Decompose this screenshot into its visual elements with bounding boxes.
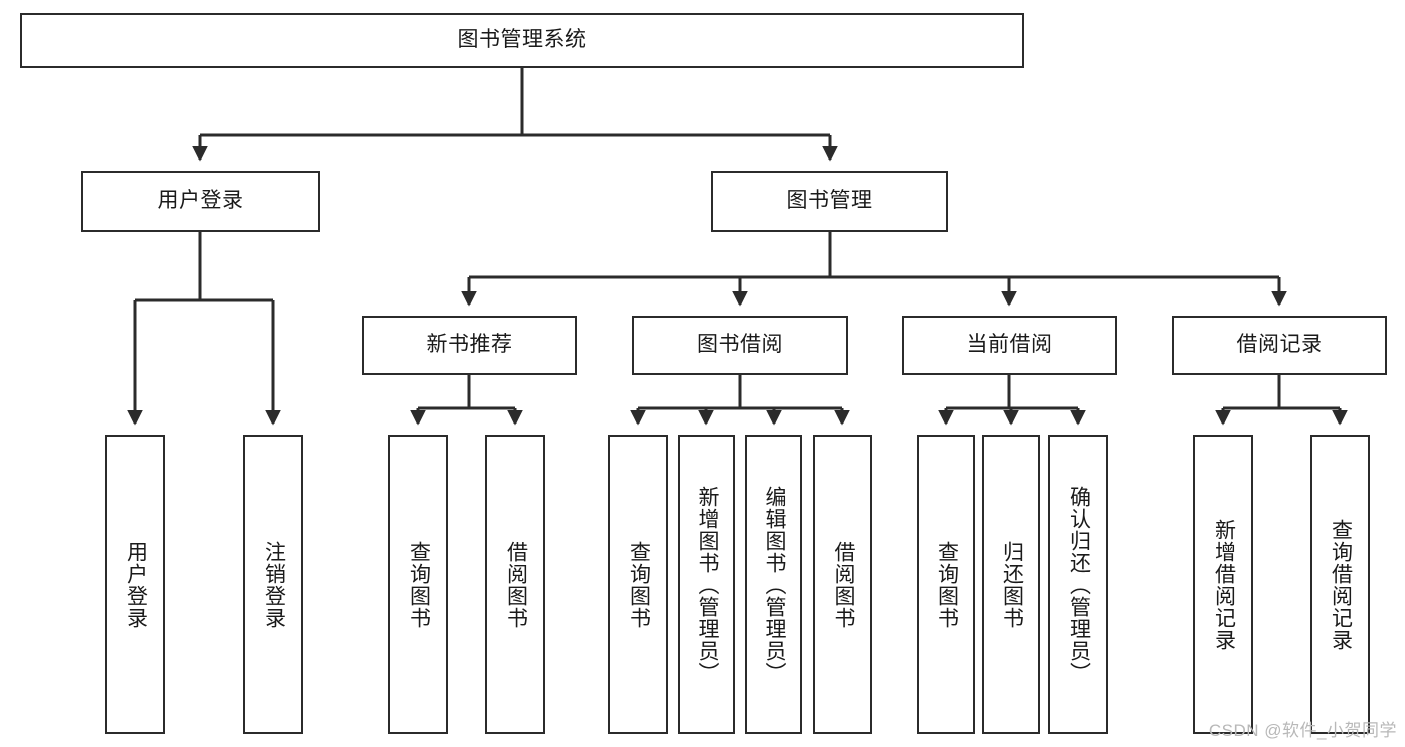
node-leaf-user-login[interactable]: 用户登录: [105, 435, 165, 734]
node-leaf-add-record-label: 新增借阅记录: [1212, 518, 1236, 651]
node-leaf-query-book-2[interactable]: 查询图书: [608, 435, 668, 734]
node-book-manage[interactable]: 图书管理: [711, 171, 948, 232]
node-borrow-record-label: 借阅记录: [1236, 333, 1323, 357]
node-current-borrow-label: 当前借阅: [966, 333, 1053, 357]
node-user-login-label: 用户登录: [157, 189, 244, 213]
node-leaf-add-record[interactable]: 新增借阅记录: [1193, 435, 1253, 734]
node-leaf-add-book-label: 新增图书（管理员）: [695, 485, 719, 684]
node-leaf-borrow-book-2[interactable]: 借阅图书: [813, 435, 872, 734]
node-new-book-recommend[interactable]: 新书推荐: [362, 316, 577, 375]
node-leaf-confirm-return-label: 确认归还（管理员）: [1067, 485, 1091, 684]
node-leaf-confirm-return[interactable]: 确认归还（管理员）: [1048, 435, 1108, 734]
node-leaf-query-book-2-label: 查询图书: [627, 540, 651, 629]
node-leaf-return-book-label: 归还图书: [1000, 540, 1024, 629]
node-current-borrow[interactable]: 当前借阅: [902, 316, 1117, 375]
node-leaf-user-login-label: 用户登录: [124, 540, 148, 629]
node-root-label: 图书管理系统: [457, 28, 587, 52]
node-book-borrow-label: 图书借阅: [697, 333, 783, 357]
node-leaf-query-record-label: 查询借阅记录: [1329, 518, 1353, 651]
node-leaf-query-record[interactable]: 查询借阅记录: [1310, 435, 1370, 734]
node-root[interactable]: 图书管理系统: [20, 13, 1024, 68]
node-user-login[interactable]: 用户登录: [81, 171, 320, 232]
node-leaf-logout[interactable]: 注销登录: [243, 435, 303, 734]
node-new-book-recommend-label: 新书推荐: [426, 333, 513, 357]
node-leaf-query-book-1-label: 查询图书: [407, 540, 431, 629]
node-leaf-logout-label: 注销登录: [262, 540, 286, 629]
node-leaf-query-book-1[interactable]: 查询图书: [388, 435, 448, 734]
node-leaf-edit-book[interactable]: 编辑图书（管理员）: [745, 435, 802, 734]
node-leaf-return-book[interactable]: 归还图书: [982, 435, 1040, 734]
node-leaf-query-book-3-label: 查询图书: [935, 540, 959, 629]
node-leaf-borrow-book-1[interactable]: 借阅图书: [485, 435, 545, 734]
node-book-manage-label: 图书管理: [786, 189, 873, 213]
node-leaf-borrow-book-1-label: 借阅图书: [504, 540, 528, 629]
node-leaf-add-book[interactable]: 新增图书（管理员）: [678, 435, 735, 734]
node-leaf-query-book-3[interactable]: 查询图书: [917, 435, 975, 734]
node-leaf-borrow-book-2-label: 借阅图书: [831, 540, 855, 629]
node-leaf-edit-book-label: 编辑图书（管理员）: [762, 485, 786, 684]
node-borrow-record[interactable]: 借阅记录: [1172, 316, 1387, 375]
node-book-borrow[interactable]: 图书借阅: [632, 316, 848, 375]
